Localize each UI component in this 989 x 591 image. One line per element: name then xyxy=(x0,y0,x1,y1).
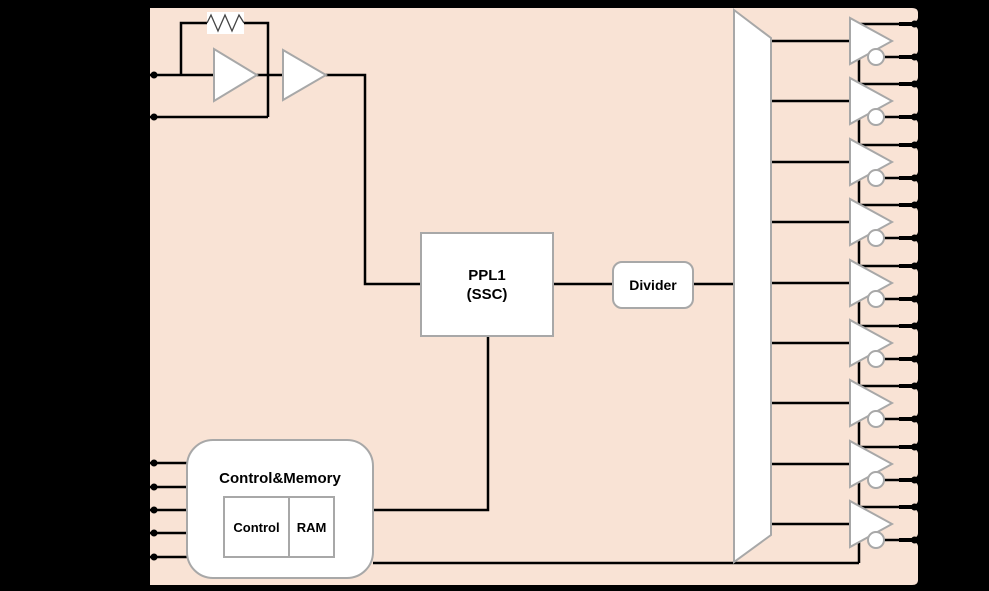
pin-dot xyxy=(911,322,918,330)
pin-dot xyxy=(911,295,918,303)
resistor-icon xyxy=(206,13,245,33)
pin-tab xyxy=(899,240,918,264)
pin-dot xyxy=(911,113,918,121)
inverter-bubble-icon xyxy=(867,108,885,126)
pin-tab xyxy=(899,147,918,176)
inverter-bubble-icon xyxy=(867,48,885,66)
pin-tab xyxy=(899,207,918,236)
pin-dot xyxy=(911,174,918,182)
pin-dot xyxy=(911,443,918,451)
cm-input-dot xyxy=(150,529,158,537)
inverter-bubble-icon xyxy=(867,531,885,549)
pin-tab xyxy=(899,268,918,297)
inverter-bubble-icon xyxy=(867,350,885,368)
pin-dot xyxy=(911,503,918,511)
pin-tab xyxy=(899,86,918,115)
buffer-icon xyxy=(282,48,328,102)
pin-tab xyxy=(899,26,918,55)
pin-tab xyxy=(899,388,918,417)
pin-dot xyxy=(911,234,918,242)
mux-trapezoid-icon xyxy=(733,7,772,564)
pin-tab xyxy=(899,449,918,478)
pin-dot xyxy=(911,536,918,544)
pin-tab xyxy=(899,180,918,203)
pin-dot xyxy=(911,415,918,423)
pin-dot xyxy=(911,20,918,28)
inverter-bubble-icon xyxy=(867,229,885,247)
pin-tab xyxy=(899,301,918,324)
pin-dot xyxy=(911,141,918,149)
pin-dot xyxy=(911,476,918,484)
pin-dot xyxy=(911,53,918,61)
pin-dot xyxy=(911,80,918,88)
inverter-bubble-icon xyxy=(867,290,885,308)
amplifier-icon xyxy=(213,47,259,103)
pin-tab xyxy=(899,8,918,22)
cm-input-dot xyxy=(150,506,158,514)
pin-dot xyxy=(911,355,918,363)
osc-input2-dot xyxy=(150,113,158,121)
cm-input-dot xyxy=(150,553,158,561)
osc-input1-dot xyxy=(150,71,158,79)
pin-dot xyxy=(911,262,918,270)
pin-dot xyxy=(911,201,918,209)
cm-input-dot xyxy=(150,459,158,467)
divider-block xyxy=(612,261,694,309)
cm-input-dot xyxy=(150,483,158,491)
inverter-bubble-icon xyxy=(867,471,885,489)
pin-tab xyxy=(899,59,918,82)
pin-tab xyxy=(899,361,918,384)
inverter-bubble-icon xyxy=(867,169,885,187)
control-block xyxy=(223,496,290,558)
pll-block xyxy=(420,232,554,337)
pin-tab xyxy=(899,509,918,538)
wire-cm-to-pll xyxy=(373,336,490,512)
ram-block xyxy=(288,496,335,558)
pin-tab xyxy=(899,328,918,357)
pin-tab xyxy=(899,119,918,143)
inverter-bubble-icon xyxy=(867,410,885,428)
pin-dot xyxy=(911,382,918,390)
pin-tab xyxy=(899,421,918,445)
pin-tab xyxy=(899,542,918,585)
pin-tab xyxy=(899,482,918,505)
